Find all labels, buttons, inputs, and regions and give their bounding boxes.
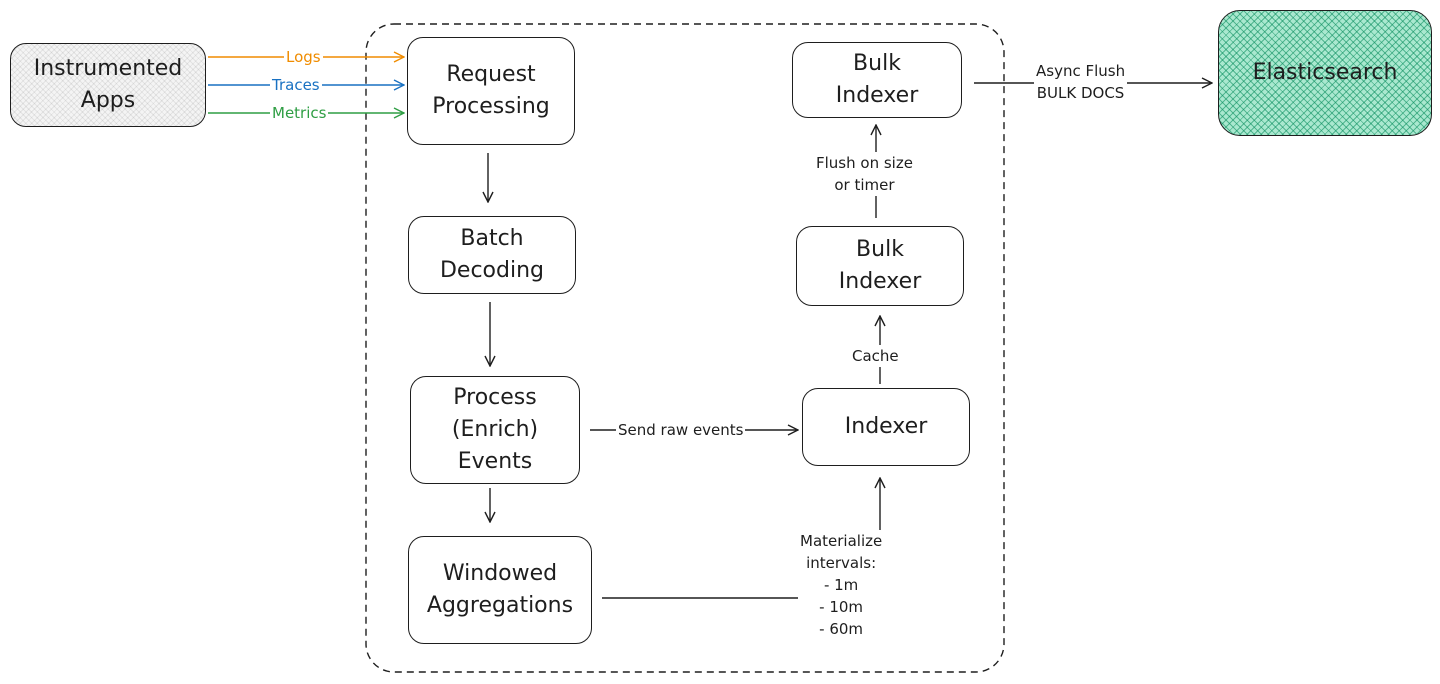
- process-events-line-3: Events: [457, 448, 533, 474]
- cache-label: Cache: [850, 345, 901, 367]
- indexer-node: Indexer: [802, 388, 970, 466]
- bulk-indexer-lower-node: Bulk Indexer: [796, 226, 964, 306]
- materialize-label-line-1: Materialize: [800, 532, 883, 550]
- async-flush-label-line-2: BULK DOCS: [1036, 84, 1125, 102]
- batch-decoding-line-1: Batch: [460, 226, 524, 252]
- metrics-label: Metrics: [270, 102, 329, 124]
- traces-label: Traces: [270, 74, 322, 96]
- windowed-aggregations-line-2: Aggregations: [426, 593, 574, 618]
- elasticsearch-node: Elasticsearch: [1218, 10, 1432, 136]
- materialize-label: Materialize intervals: - 1m - 10m - 60m: [798, 530, 885, 640]
- windowed-aggregations-line-1: Windowed: [442, 561, 558, 587]
- bulk-indexer-upper-line-2: Indexer: [835, 83, 919, 108]
- async-flush-label-line-1: Async Flush: [1036, 62, 1126, 80]
- materialize-label-line-3: - 1m: [823, 576, 859, 594]
- materialize-label-line-2: intervals:: [806, 554, 877, 572]
- bulk-indexer-lower-line-2: Indexer: [838, 269, 922, 294]
- flush-label-line-2: or timer: [834, 176, 895, 194]
- request-processing-line-2: Processing: [432, 94, 550, 119]
- bulk-indexer-upper-line-1: Bulk: [853, 51, 901, 77]
- flush-label: Flush on size or timer: [814, 152, 915, 196]
- send-raw-events-label: Send raw events: [616, 419, 746, 441]
- bulk-indexer-upper-node: Bulk Indexer: [792, 42, 962, 118]
- instrumented-apps-node: Instrumented Apps: [10, 43, 206, 127]
- elasticsearch-label: Elasticsearch: [1252, 60, 1398, 86]
- process-events-line-2: (Enrich): [451, 417, 539, 443]
- pipeline-boundary: [365, 23, 1005, 673]
- request-processing-node: Request Processing: [407, 37, 575, 145]
- bulk-indexer-lower-line-1: Bulk: [856, 237, 904, 263]
- process-events-node: Process (Enrich) Events: [410, 376, 580, 484]
- process-events-line-1: Process: [453, 385, 537, 411]
- instrumented-apps-line-1: Instrumented: [33, 56, 183, 82]
- windowed-aggregations-node: Windowed Aggregations: [408, 536, 592, 644]
- async-flush-label: Async Flush BULK DOCS: [1034, 60, 1128, 104]
- materialize-label-line-4: - 10m: [819, 598, 864, 616]
- flush-label-line-1: Flush on size: [816, 154, 913, 172]
- instrumented-apps-line-2: Apps: [80, 88, 136, 113]
- batch-decoding-node: Batch Decoding: [408, 216, 576, 294]
- batch-decoding-line-2: Decoding: [439, 258, 545, 283]
- logs-label: Logs: [284, 46, 323, 68]
- indexer-label: Indexer: [844, 414, 928, 440]
- request-processing-line-1: Request: [446, 62, 536, 88]
- materialize-label-line-5: - 60m: [819, 620, 864, 638]
